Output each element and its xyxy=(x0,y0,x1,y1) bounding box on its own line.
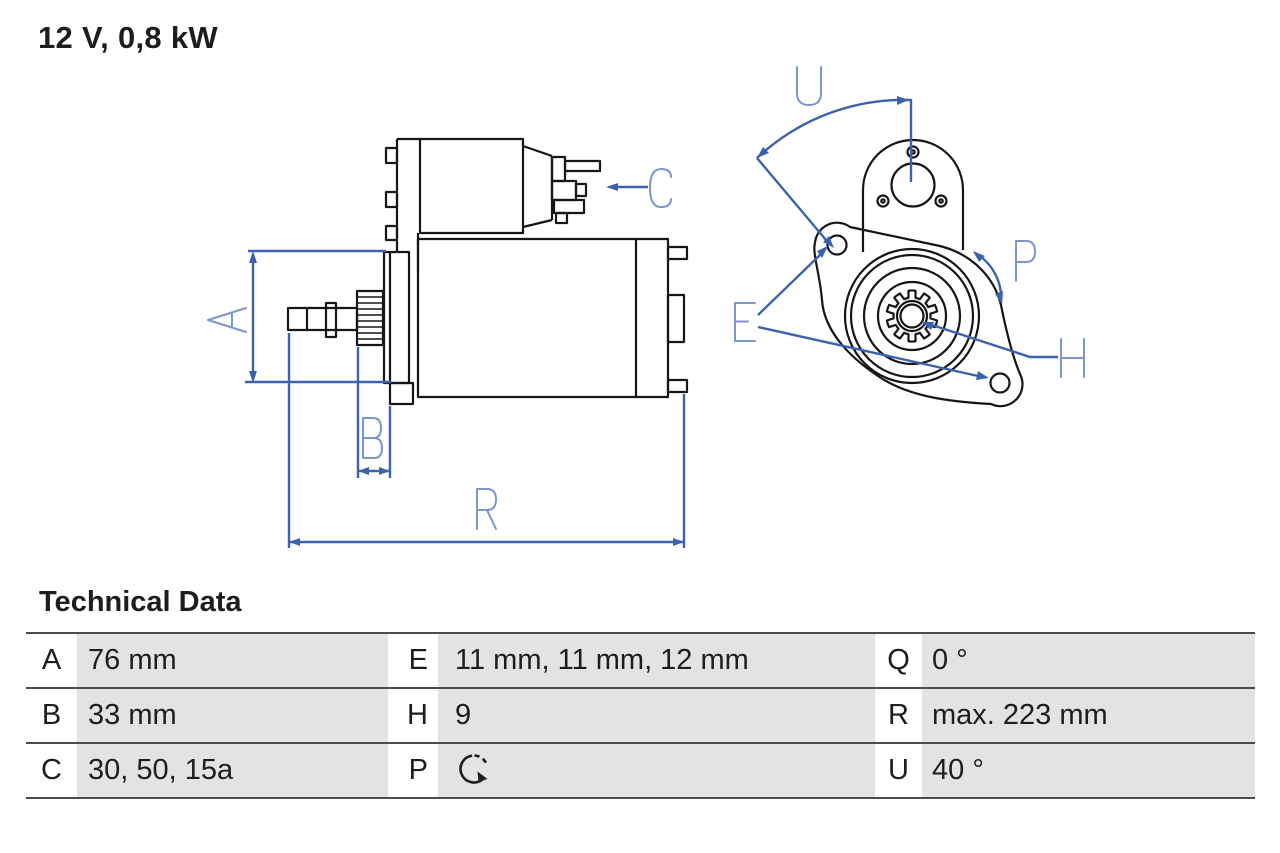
solenoid-terminals xyxy=(550,155,602,225)
table-value-rotation xyxy=(438,744,875,797)
dim-label-a xyxy=(207,307,247,333)
dim-label-r xyxy=(476,488,497,530)
dimension-b xyxy=(356,347,392,478)
dim-label-p xyxy=(1015,240,1036,282)
table-value: 0 ° xyxy=(922,634,1255,687)
drive-shaft xyxy=(286,306,359,332)
mount-hole-upper xyxy=(826,234,848,256)
table-value: 9 xyxy=(438,689,875,742)
mounting-flange xyxy=(813,221,1024,408)
arrow-c xyxy=(606,183,618,191)
table-value: 30, 50, 15a xyxy=(77,744,388,797)
section-heading: Technical Data xyxy=(39,586,242,618)
pinion-gear xyxy=(885,289,939,343)
dim-label-h xyxy=(1060,338,1085,378)
table-key: P xyxy=(388,744,438,797)
dim-label-b xyxy=(362,417,383,459)
dimension-a xyxy=(245,249,391,384)
motor-body xyxy=(416,237,670,399)
dimension-p xyxy=(973,251,1003,304)
pinion-splines xyxy=(357,296,383,340)
table-value: 33 mm xyxy=(77,689,388,742)
table-value: max. 223 mm xyxy=(922,689,1255,742)
table-value: 40 ° xyxy=(922,744,1255,797)
dim-label-c xyxy=(649,168,672,208)
solenoid-taper xyxy=(522,144,554,229)
end-cap-studs xyxy=(666,245,689,394)
shaft-collar xyxy=(324,301,338,339)
bracket-tabs xyxy=(384,146,399,242)
dimension-h xyxy=(921,322,1058,359)
pinion-collar xyxy=(895,299,929,333)
bracket-center-hole xyxy=(890,162,936,208)
top-bracket xyxy=(861,138,965,252)
drive-flange-foot xyxy=(388,381,415,406)
table-key: Q xyxy=(875,634,922,687)
pinion-bore xyxy=(899,303,925,329)
mount-hole-lower xyxy=(989,372,1011,394)
drive-flange xyxy=(382,250,411,385)
body-circles xyxy=(843,247,981,385)
starter-motor-side-view xyxy=(207,137,689,548)
dimension-r xyxy=(287,333,686,548)
technical-data-table: A 76 mm E 11 mm, 11 mm, 12 mm Q 0 ° B 33… xyxy=(26,632,1255,799)
dimension-u xyxy=(756,96,913,248)
table-row: B 33 mm H 9 R max. 223 mm xyxy=(26,687,1255,742)
technical-drawing xyxy=(207,66,1085,548)
table-key: B xyxy=(26,689,77,742)
table-key: E xyxy=(388,634,438,687)
table-value: 11 mm, 11 mm, 12 mm xyxy=(438,634,875,687)
pinion-side xyxy=(355,289,385,347)
table-value: 76 mm xyxy=(77,634,388,687)
table-row: C 30, 50, 15a P U 40 ° xyxy=(26,742,1255,799)
dimension-e xyxy=(757,246,989,380)
bracket-small-holes xyxy=(876,145,948,208)
table-key: H xyxy=(388,689,438,742)
dim-label-u xyxy=(796,66,822,106)
rotation-clockwise-icon xyxy=(459,753,488,784)
solenoid-body xyxy=(418,137,525,235)
table-key: U xyxy=(875,744,922,797)
table-key: C xyxy=(26,744,77,797)
dim-label-e xyxy=(734,302,756,342)
solenoid-bracket xyxy=(395,137,420,273)
starter-motor-front-view xyxy=(734,66,1085,408)
page-title: 12 V, 0,8 kW xyxy=(38,20,218,55)
table-key: A xyxy=(26,634,77,687)
table-row: A 76 mm E 11 mm, 11 mm, 12 mm Q 0 ° xyxy=(26,632,1255,687)
table-key: R xyxy=(875,689,922,742)
